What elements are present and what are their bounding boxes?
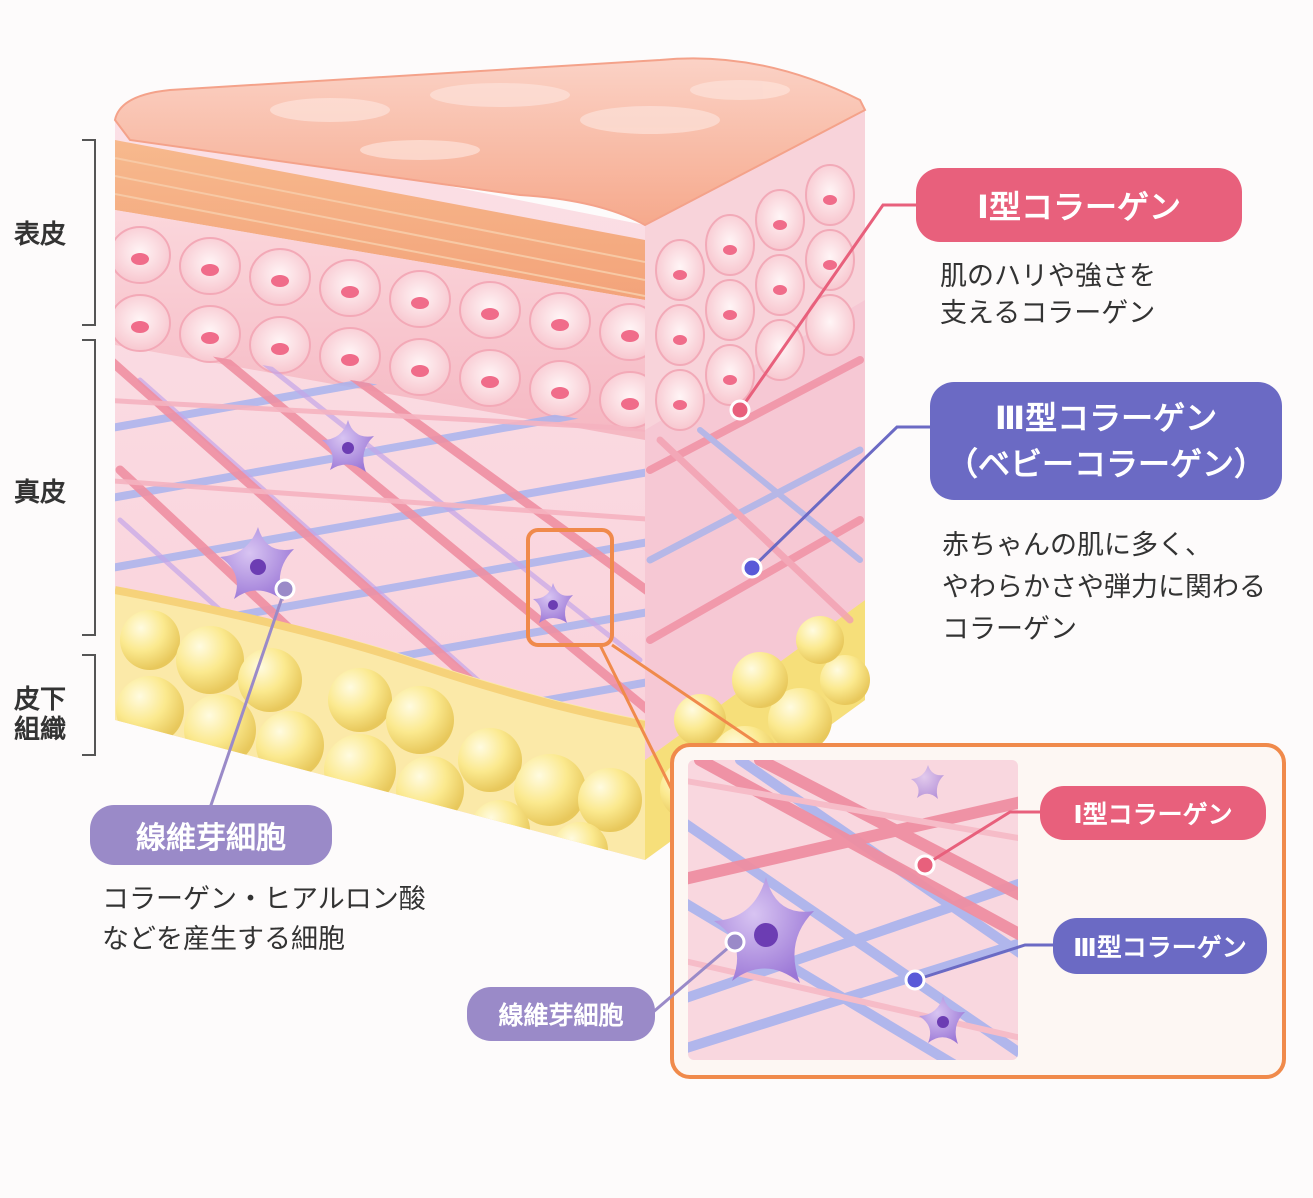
fat-globule <box>120 610 180 670</box>
inset-type1-label: Ⅰ型コラーゲン <box>1040 786 1266 840</box>
layer-brackets <box>82 139 96 756</box>
fibroblast-desc-line: などを産生する細胞 <box>102 924 345 955</box>
cell-nucleus <box>411 365 429 377</box>
type3-desc-line: やわらかさや弾力に関わる <box>942 572 1266 603</box>
fibroblast-desc-line: コラーゲン・ヒアルロン酸 <box>102 884 426 915</box>
layer-label-subcutis-line2: 組織 <box>14 715 67 745</box>
cell-nucleus <box>201 264 219 276</box>
fat-globule <box>256 711 324 779</box>
fat-globule <box>552 822 608 860</box>
fibroblast-label: 線維芽細胞 <box>90 805 332 865</box>
cell-nucleus <box>131 321 149 333</box>
fat-globule <box>156 756 204 804</box>
magnify-region <box>526 528 614 647</box>
layer-label-epidermis: 表皮 <box>14 220 67 250</box>
type3-collagen-label: Ⅲ型コラーゲン （ベビーコラーゲン） <box>930 382 1282 500</box>
fat-globule <box>514 754 586 826</box>
type1-collagen-description: 肌のハリや強さを 支えるコラーゲン <box>940 258 1156 332</box>
fat-globule <box>396 756 464 824</box>
cell-nucleus <box>621 398 639 410</box>
cell-nucleus <box>341 354 359 366</box>
cell-nucleus <box>551 319 569 331</box>
type3-label-line1: Ⅲ型コラーゲン <box>994 399 1218 437</box>
layer-label-subcutis-line1: 皮下 <box>14 685 67 715</box>
fibroblast-cells <box>220 420 374 601</box>
fibroblast-description: コラーゲン・ヒアルロン酸 などを産生する細胞 <box>102 880 426 960</box>
type1-desc-line: 支えるコラーゲン <box>940 298 1156 329</box>
cell-nucleus <box>341 286 359 298</box>
cell-nucleus <box>481 376 499 388</box>
fat-globule <box>324 734 396 806</box>
type1-collagen-label: Ⅰ型コラーゲン <box>916 168 1242 242</box>
cell-nucleus <box>271 343 289 355</box>
cell-nucleus <box>551 387 569 399</box>
inset-fibroblast-label: 線維芽細胞 <box>467 987 655 1041</box>
fat-globule <box>578 768 642 832</box>
cell-nucleus <box>271 275 289 287</box>
fat-globule <box>176 626 244 694</box>
fat-globule <box>470 800 530 860</box>
type3-label-line2: （ベビーコラーゲン） <box>945 445 1266 483</box>
fat-globule <box>386 686 454 754</box>
type3-desc-line: 赤ちゃんの肌に多く、 <box>942 530 1212 561</box>
inset-connector <box>598 643 761 791</box>
cell-nucleus <box>411 297 429 309</box>
layer-label-subcutis: 皮下 組織 <box>14 685 66 745</box>
type1-desc-line: 肌のハリや強さを <box>940 261 1156 292</box>
cell-nucleus <box>621 330 639 342</box>
type3-collagen-description: 赤ちゃんの肌に多く、 やわらかさや弾力に関わる コラーゲン <box>942 525 1266 651</box>
fat-globule <box>238 648 302 712</box>
layer-label-dermis: 真皮 <box>14 478 67 508</box>
inset-type3-label: Ⅲ型コラーゲン <box>1053 918 1267 974</box>
fat-globule <box>458 728 522 792</box>
fat-globule <box>116 676 184 744</box>
cell-nucleus <box>481 308 499 320</box>
type3-desc-line: コラーゲン <box>942 614 1077 645</box>
fat-globule <box>328 668 392 732</box>
cell-nucleus <box>131 253 149 265</box>
cell-nucleus <box>201 332 219 344</box>
